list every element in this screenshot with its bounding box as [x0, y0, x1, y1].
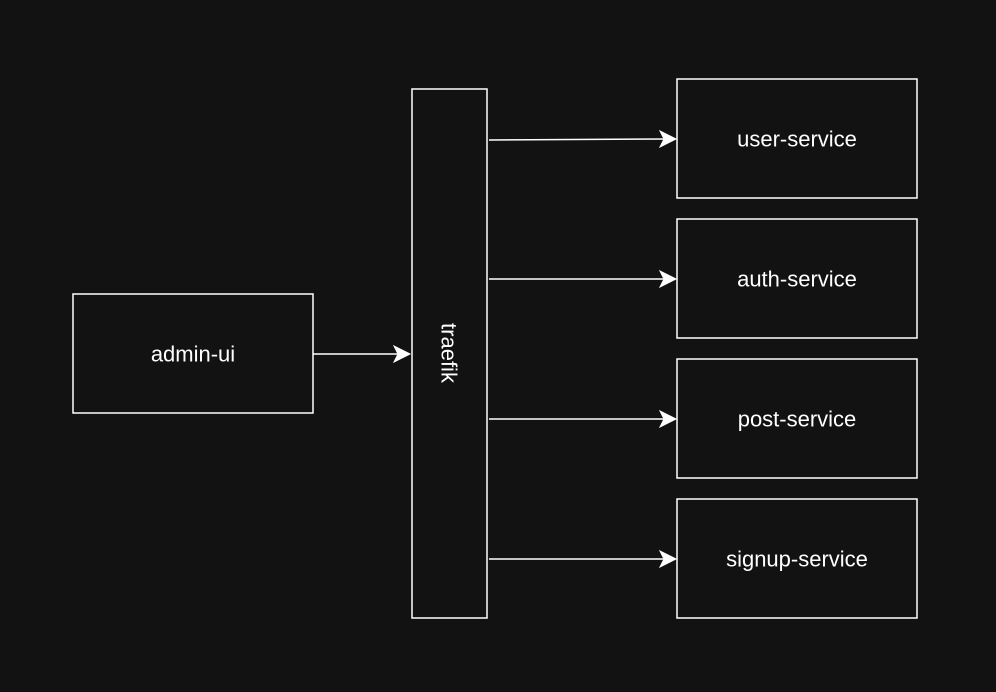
edge-traefik-to-user-service-arrowhead	[658, 129, 678, 149]
node-user-service[interactable]: user-service	[676, 78, 918, 199]
node-signup-service[interactable]: signup-service	[676, 498, 918, 619]
node-post-service[interactable]: post-service	[676, 358, 918, 479]
edge-admin-ui-to-traefik	[313, 344, 412, 364]
node-post-service-box	[676, 358, 918, 479]
node-auth-service[interactable]: auth-service	[676, 218, 918, 339]
node-user-service-label: user-service	[737, 127, 857, 152]
node-admin-ui-box	[72, 293, 314, 414]
node-signup-service-box	[676, 498, 918, 619]
node-signup-service-label: signup-service	[726, 547, 868, 572]
edge-admin-ui-to-traefik-arrowhead	[392, 344, 412, 364]
node-auth-service-box	[676, 218, 918, 339]
node-admin-ui-label: admin-ui	[151, 342, 235, 367]
edge-traefik-to-user-service-line	[488, 138, 668, 141]
edge-traefik-to-signup-service	[489, 549, 678, 569]
edge-traefik-to-signup-service-arrowhead	[658, 549, 678, 569]
edge-traefik-to-user-service	[488, 129, 678, 149]
node-traefik[interactable]: traefik	[411, 88, 488, 619]
edge-traefik-to-auth-service-arrowhead	[658, 269, 678, 289]
node-user-service-box	[676, 78, 918, 199]
node-traefik-box	[411, 88, 488, 619]
edge-traefik-to-post-service-arrowhead	[658, 409, 678, 429]
edge-traefik-to-post-service	[489, 409, 678, 429]
node-traefik-label: traefik	[437, 323, 462, 384]
node-auth-service-label: auth-service	[737, 267, 857, 292]
node-post-service-label: post-service	[738, 407, 857, 432]
edge-traefik-to-auth-service	[489, 269, 678, 289]
node-admin-ui[interactable]: admin-ui	[72, 293, 314, 414]
